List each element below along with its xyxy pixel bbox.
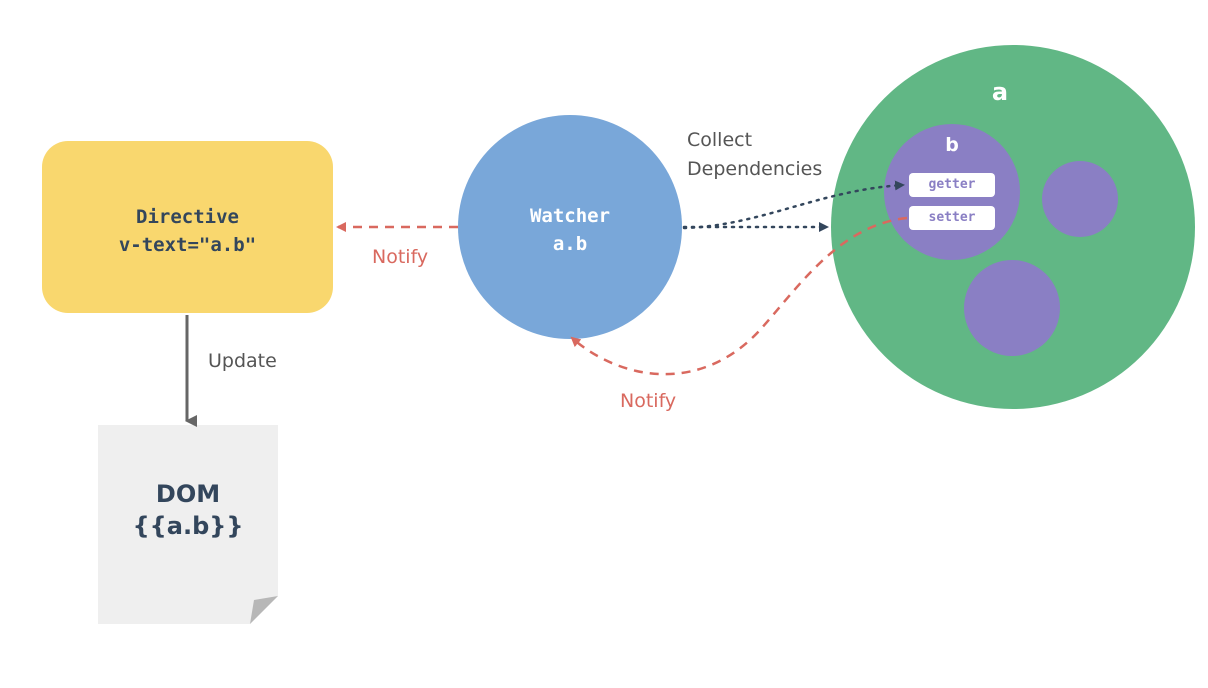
collect-dependencies-label: Collect Dependencies — [687, 126, 822, 184]
object-a-label: a — [991, 78, 1009, 106]
getter-label: getter — [928, 177, 976, 192]
getter-box — [909, 173, 995, 197]
collect-line2: Dependencies — [687, 158, 823, 180]
collect-line1: Collect — [687, 129, 753, 151]
property-circle-small — [1042, 161, 1118, 237]
directive-expression: v-text="a.b" — [118, 234, 257, 256]
setter-box — [909, 206, 995, 230]
directive-name: Directive — [136, 206, 239, 228]
directive-label: Directive v-text="a.b" — [42, 203, 333, 259]
notify-watcher-arrow — [570, 216, 908, 376]
watcher-circle — [458, 115, 682, 339]
object-b-label: b — [945, 134, 959, 156]
dom-label: DOM {{a.b}} — [98, 478, 278, 542]
property-circle-medium — [964, 260, 1060, 356]
watcher-expression: a.b — [552, 233, 588, 255]
directive-box — [42, 141, 333, 313]
dom-title: DOM — [155, 480, 221, 508]
collect-arrow-getter — [682, 180, 905, 230]
update-label: Update — [208, 350, 277, 372]
watcher-name: Watcher — [529, 205, 611, 227]
notify-directive-label: Notify — [372, 246, 429, 268]
dom-page-fold — [250, 596, 278, 624]
notify-watcher-label: Notify — [620, 390, 677, 412]
watcher-label: Watcher a.b — [458, 202, 682, 258]
dom-page — [98, 425, 278, 624]
dom-template: {{a.b}} — [132, 512, 244, 540]
setter-label: setter — [928, 210, 976, 225]
